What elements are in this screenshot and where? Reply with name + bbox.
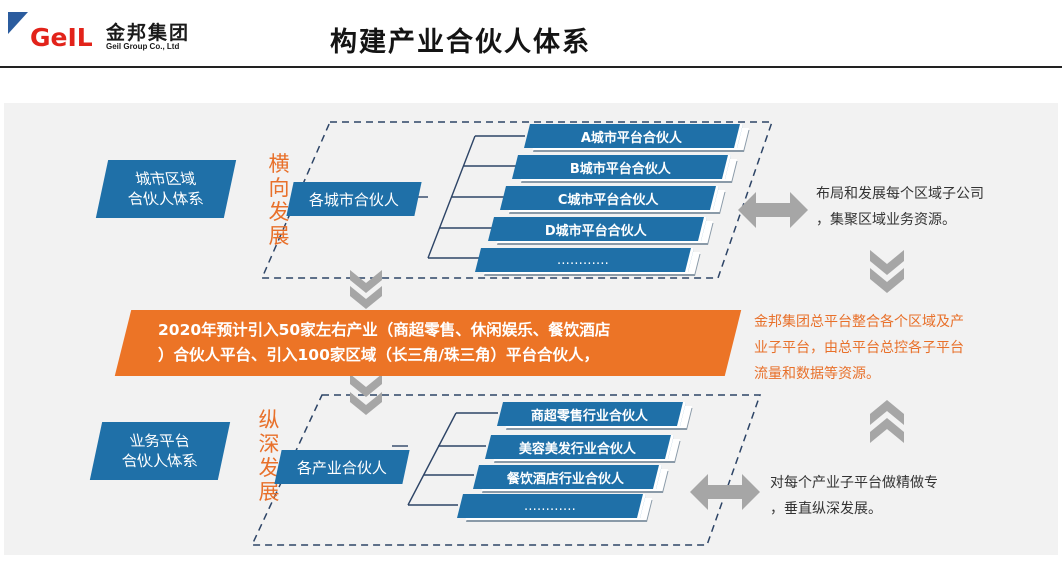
bar-label: …………	[557, 252, 609, 268]
page-title: 构建产业合伙人体系	[330, 27, 591, 58]
system-label-line-1: 业务平台	[128, 432, 192, 450]
note-line: 流量和数据等资源。	[754, 366, 880, 382]
bar-city-more: …………	[475, 248, 694, 272]
horizontal-connectors	[412, 135, 525, 259]
platform-integration-note: 金邦集团总平台整合各个区域及产 业子平台，由总平台总控各子平台 流量和数据等资源…	[754, 309, 964, 387]
bar-label: A城市平台合伙人	[581, 130, 683, 146]
hub-label-text: 各产业合伙人	[296, 458, 387, 477]
city-region-system-label: 城市区域 合伙人体系	[95, 160, 237, 218]
vertical-dashed-frame	[250, 394, 762, 546]
vertical-direction-label: 纵深发展	[258, 408, 280, 504]
bar-label: B城市平台合伙人	[569, 161, 671, 177]
bar-city-d: D城市平台合伙人	[488, 217, 707, 241]
description-line: ，集聚区域业务资源。	[816, 212, 956, 228]
bar-industry-more: …………	[457, 494, 646, 518]
header-divider	[0, 66, 1062, 68]
double-chevron-down-icon	[350, 270, 382, 309]
banner-line: 2020年预计引入50家左右产业（商超零售、休闲娱乐、餐饮酒店	[158, 321, 611, 339]
bar-beauty: 美容美发行业合伙人	[485, 435, 674, 459]
bar-label: 餐饮酒店行业合伙人	[507, 471, 625, 487]
logo-company-english: Geil Group Co., Ltd	[106, 42, 180, 51]
horizontal-description: 布局和发展每个区域子公司 ，集聚区域业务资源。	[816, 181, 984, 233]
logo-mark: GeIL	[8, 12, 93, 52]
logo-company-name: 金邦集团	[106, 22, 191, 44]
bar-label: 商超零售行业合伙人	[531, 408, 649, 424]
description-line: 布局和发展每个区域子公司	[816, 186, 984, 202]
double-arrow-horizontal-icon	[690, 474, 760, 510]
banner-text: 2020年预计引入50家左右产业（商超零售、休闲娱乐、餐饮酒店 ）合伙人平台、引…	[158, 318, 698, 368]
bar-city-a: A城市平台合伙人	[524, 124, 743, 148]
city-partner-hub: 各城市合伙人	[286, 182, 422, 216]
industry-partner-hub: 各产业合伙人	[274, 450, 410, 484]
hub-label-text: 各城市合伙人	[308, 190, 399, 209]
horizontal-direction-label: 横向发展	[268, 152, 290, 248]
bar-city-c: C城市平台合伙人	[500, 186, 719, 210]
bar-label: C城市平台合伙人	[557, 192, 659, 208]
logo-wordmark: GeIL	[30, 23, 93, 52]
bar-city-b: B城市平台合伙人	[512, 155, 731, 179]
double-chevron-up-icon	[870, 400, 904, 443]
goal-banner: 2020年预计引入50家左右产业（商超零售、休闲娱乐、餐饮酒店 ）合伙人平台、引…	[114, 310, 742, 376]
bar-label: D城市平台合伙人	[545, 223, 647, 239]
system-label-line-2: 合伙人体系	[120, 452, 200, 470]
vertical-connectors	[392, 412, 498, 506]
double-chevron-down-icon	[870, 250, 904, 293]
description-line: 对每个产业子平台做精做专	[770, 475, 938, 491]
note-line: 业子平台，由总平台总控各子平台	[754, 340, 964, 356]
logo-corner-shape	[8, 12, 28, 34]
vertical-description: 对每个产业子平台做精做专 ，垂直纵深发展。	[770, 470, 938, 522]
banner-line: ）合伙人平台、引入100家区域（长三角/珠三角）平台合伙人，	[158, 346, 600, 364]
bar-retail: 商超零售行业合伙人	[497, 402, 686, 426]
bar-label: 美容美发行业合伙人	[519, 441, 637, 457]
double-chevron-down-icon	[350, 374, 382, 415]
bar-catering: 餐饮酒店行业合伙人	[473, 465, 662, 489]
description-line: ，垂直纵深发展。	[770, 501, 882, 517]
system-label-line-2: 合伙人体系	[126, 190, 206, 208]
bar-label: …………	[524, 498, 576, 514]
business-platform-system-label: 业务平台 合伙人体系	[89, 422, 231, 480]
note-line: 金邦集团总平台整合各个区域及产	[754, 314, 964, 330]
double-arrow-horizontal-icon	[738, 192, 808, 228]
horizontal-dashed-frame	[260, 121, 774, 279]
system-label-line-1: 城市区域	[134, 170, 198, 188]
